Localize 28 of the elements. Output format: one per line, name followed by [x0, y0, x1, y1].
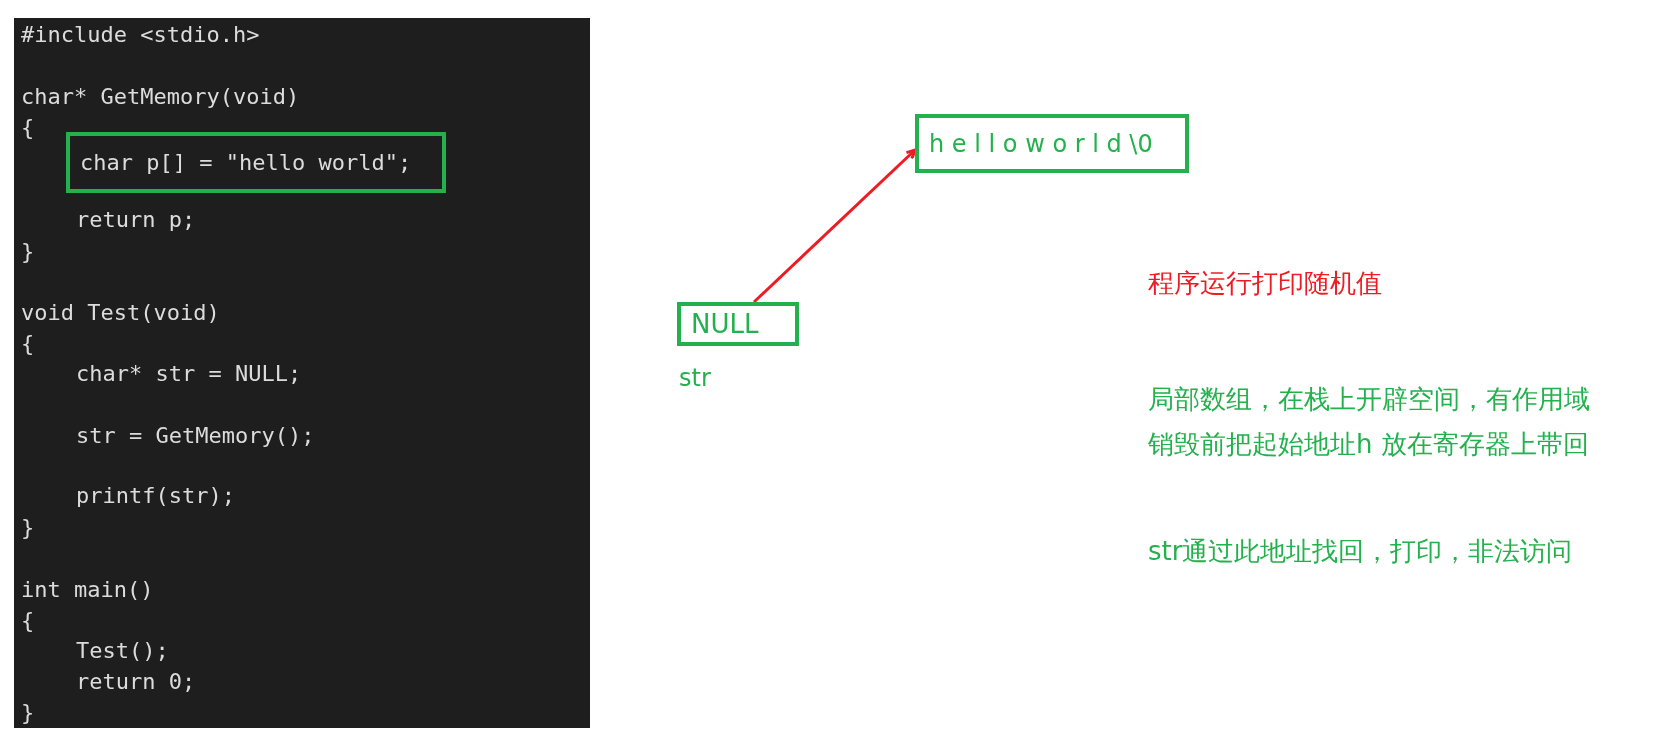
code-line: #include <stdio.h>: [21, 22, 260, 48]
variable-label: str: [679, 364, 711, 392]
code-panel: [14, 18, 590, 728]
note-text: str通过此地址找回，打印，非法访问: [1148, 535, 1574, 568]
note-text: 局部数组，在栈上开辟空间，有作用域销毁前把起始地址h 放在寄存器上带回: [1148, 383, 1591, 461]
code-line: char* str = NULL;: [76, 361, 302, 387]
code-line: void Test(void): [21, 300, 220, 326]
value-box: [677, 302, 799, 346]
value-box: [915, 114, 1189, 173]
code-line: {: [21, 331, 35, 357]
value-text: NULL: [691, 309, 759, 339]
code-line: return p;: [76, 207, 196, 233]
code-line: }: [21, 239, 35, 265]
note-text: 程序运行打印随机值: [1148, 267, 1383, 300]
code-line: int main(): [21, 577, 154, 603]
code-line: }: [21, 700, 35, 726]
code-line: char* GetMemory(void): [21, 84, 300, 110]
code-line: Test();: [76, 638, 169, 664]
highlight-box: [66, 132, 446, 193]
arrow: [752, 148, 917, 304]
code-line: char p[] = "hello world";: [80, 149, 412, 176]
code-line: return 0;: [76, 669, 196, 695]
code-line: }: [21, 515, 35, 541]
value-text: h e l l o w o r l d \0: [929, 129, 1153, 158]
code-line: {: [21, 608, 35, 634]
code-line: str = GetMemory();: [76, 423, 315, 449]
code-line: printf(str);: [76, 483, 235, 509]
code-line: {: [21, 115, 35, 141]
